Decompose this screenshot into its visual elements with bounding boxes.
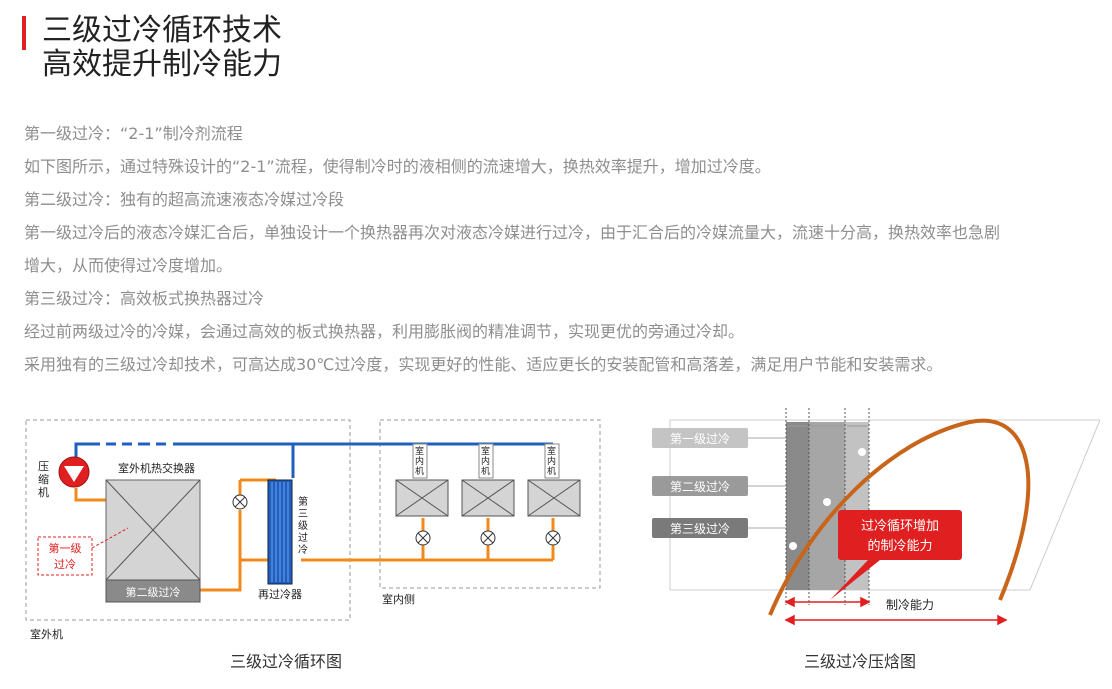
title-line-1: 三级过冷循环技术 <box>42 13 282 48</box>
stage2-label: 第二级过冷 <box>126 585 181 599</box>
title-accent-bar <box>22 16 26 50</box>
compressor-label: 压缩机 <box>38 460 49 499</box>
title-line-2: 高效提升制冷能力 <box>42 47 282 82</box>
stage1-line1: 第一级 <box>49 541 82 555</box>
point-stage3 <box>789 542 797 550</box>
stage1-line2: 过冷 <box>54 558 76 571</box>
liquid-pipe <box>74 478 555 592</box>
outdoor-unit-label: 室外机 <box>30 627 63 641</box>
stage3-tag-label: 第三级过冷 <box>670 522 730 536</box>
stage2-block <box>105 579 201 603</box>
saturation-curve <box>768 418 1031 616</box>
paragraph-summary: 采用独有的三级过冷却技术，可高达成30℃过冷度，实现更好的性能、适应更长的安装配… <box>24 355 943 374</box>
paragraph-stage3-desc: 经过前两级过冷的冷媒，会通过高效的板式换热器，利用膨胀阀的精准调节，实现更优的旁… <box>24 322 745 341</box>
stage1-tag <box>652 428 748 448</box>
indoor-unit-3: 室内机 <box>527 443 581 546</box>
outdoor-hx-label: 室外机热交换器 <box>118 461 195 475</box>
indoor-side-label: 室内侧 <box>382 592 415 606</box>
callout-line2: 的制冷能力 <box>867 538 932 554</box>
stage1-callout <box>37 536 93 576</box>
callout-line1: 过冷循环增加 <box>861 519 939 534</box>
paragraph-stage3-title: 第三级过冷：高效板式换热器过冷 <box>24 289 265 308</box>
capacity-callout <box>838 510 962 560</box>
stage2-tag-label: 第二级过冷 <box>670 480 730 494</box>
paragraph-stage2-title: 第二级过冷：独有的超高流速液态冷媒过冷段 <box>24 190 345 209</box>
indoor-unit-1: 室内机 <box>395 443 449 546</box>
indoor-unit-2: 室内机 <box>461 443 515 546</box>
capacity-label: 制冷能力 <box>886 598 934 612</box>
page-title: 三级过冷循环技术 高效提升制冷能力 <box>42 14 282 82</box>
svg-text:室内机: 室内机 <box>547 445 556 477</box>
indoor-side-boundary <box>379 419 601 589</box>
svg-text:室内机: 室内机 <box>415 445 424 477</box>
stage2-tag <box>652 476 748 496</box>
stage1-tag-label: 第一级过冷 <box>670 432 730 446</box>
stage3-vertical-label: 第三级过冷 <box>298 495 308 556</box>
paragraph-stage2-desc: 第一级过冷后的液态冷媒汇合后，单独设计一个换热器再次对液态冷媒进行过冷，由于汇合… <box>24 223 1001 242</box>
resubcooler-label: 再过冷器 <box>258 588 302 601</box>
outdoor-unit-boundary <box>25 419 351 621</box>
point-stage1 <box>858 448 866 456</box>
compressor-triangle <box>64 466 84 482</box>
paragraph-stage1-title: 第一级过冷：“2-1”制冷剂流程 <box>24 124 243 143</box>
pressure-enthalpy-diagram: 第一级过冷 第二级过冷 第三级过冷 过冷循环增加 的制冷能力 制冷能力 <box>652 408 1100 626</box>
paragraph-stage2-desc-cont: 增大，从而使得过冷度增加。 <box>24 256 233 275</box>
right-diagram-caption: 三级过冷压焓图 <box>804 652 917 671</box>
stage3-tag <box>652 518 748 538</box>
subcooling-cycle-diagram: 压缩机 室外机热交换器 第二级过冷 第一级 过冷 第三级过冷 再过冷器 室内机 … <box>25 419 601 641</box>
svg-text:室内机: 室内机 <box>481 445 490 477</box>
point-stage2 <box>823 498 831 506</box>
paragraph-stage1-desc: 如下图所示，通过特殊设计的“2-1”流程，使得制冷时的液相侧的流速增大，换热效率… <box>24 157 771 176</box>
left-diagram-caption: 三级过冷循环图 <box>230 652 343 671</box>
